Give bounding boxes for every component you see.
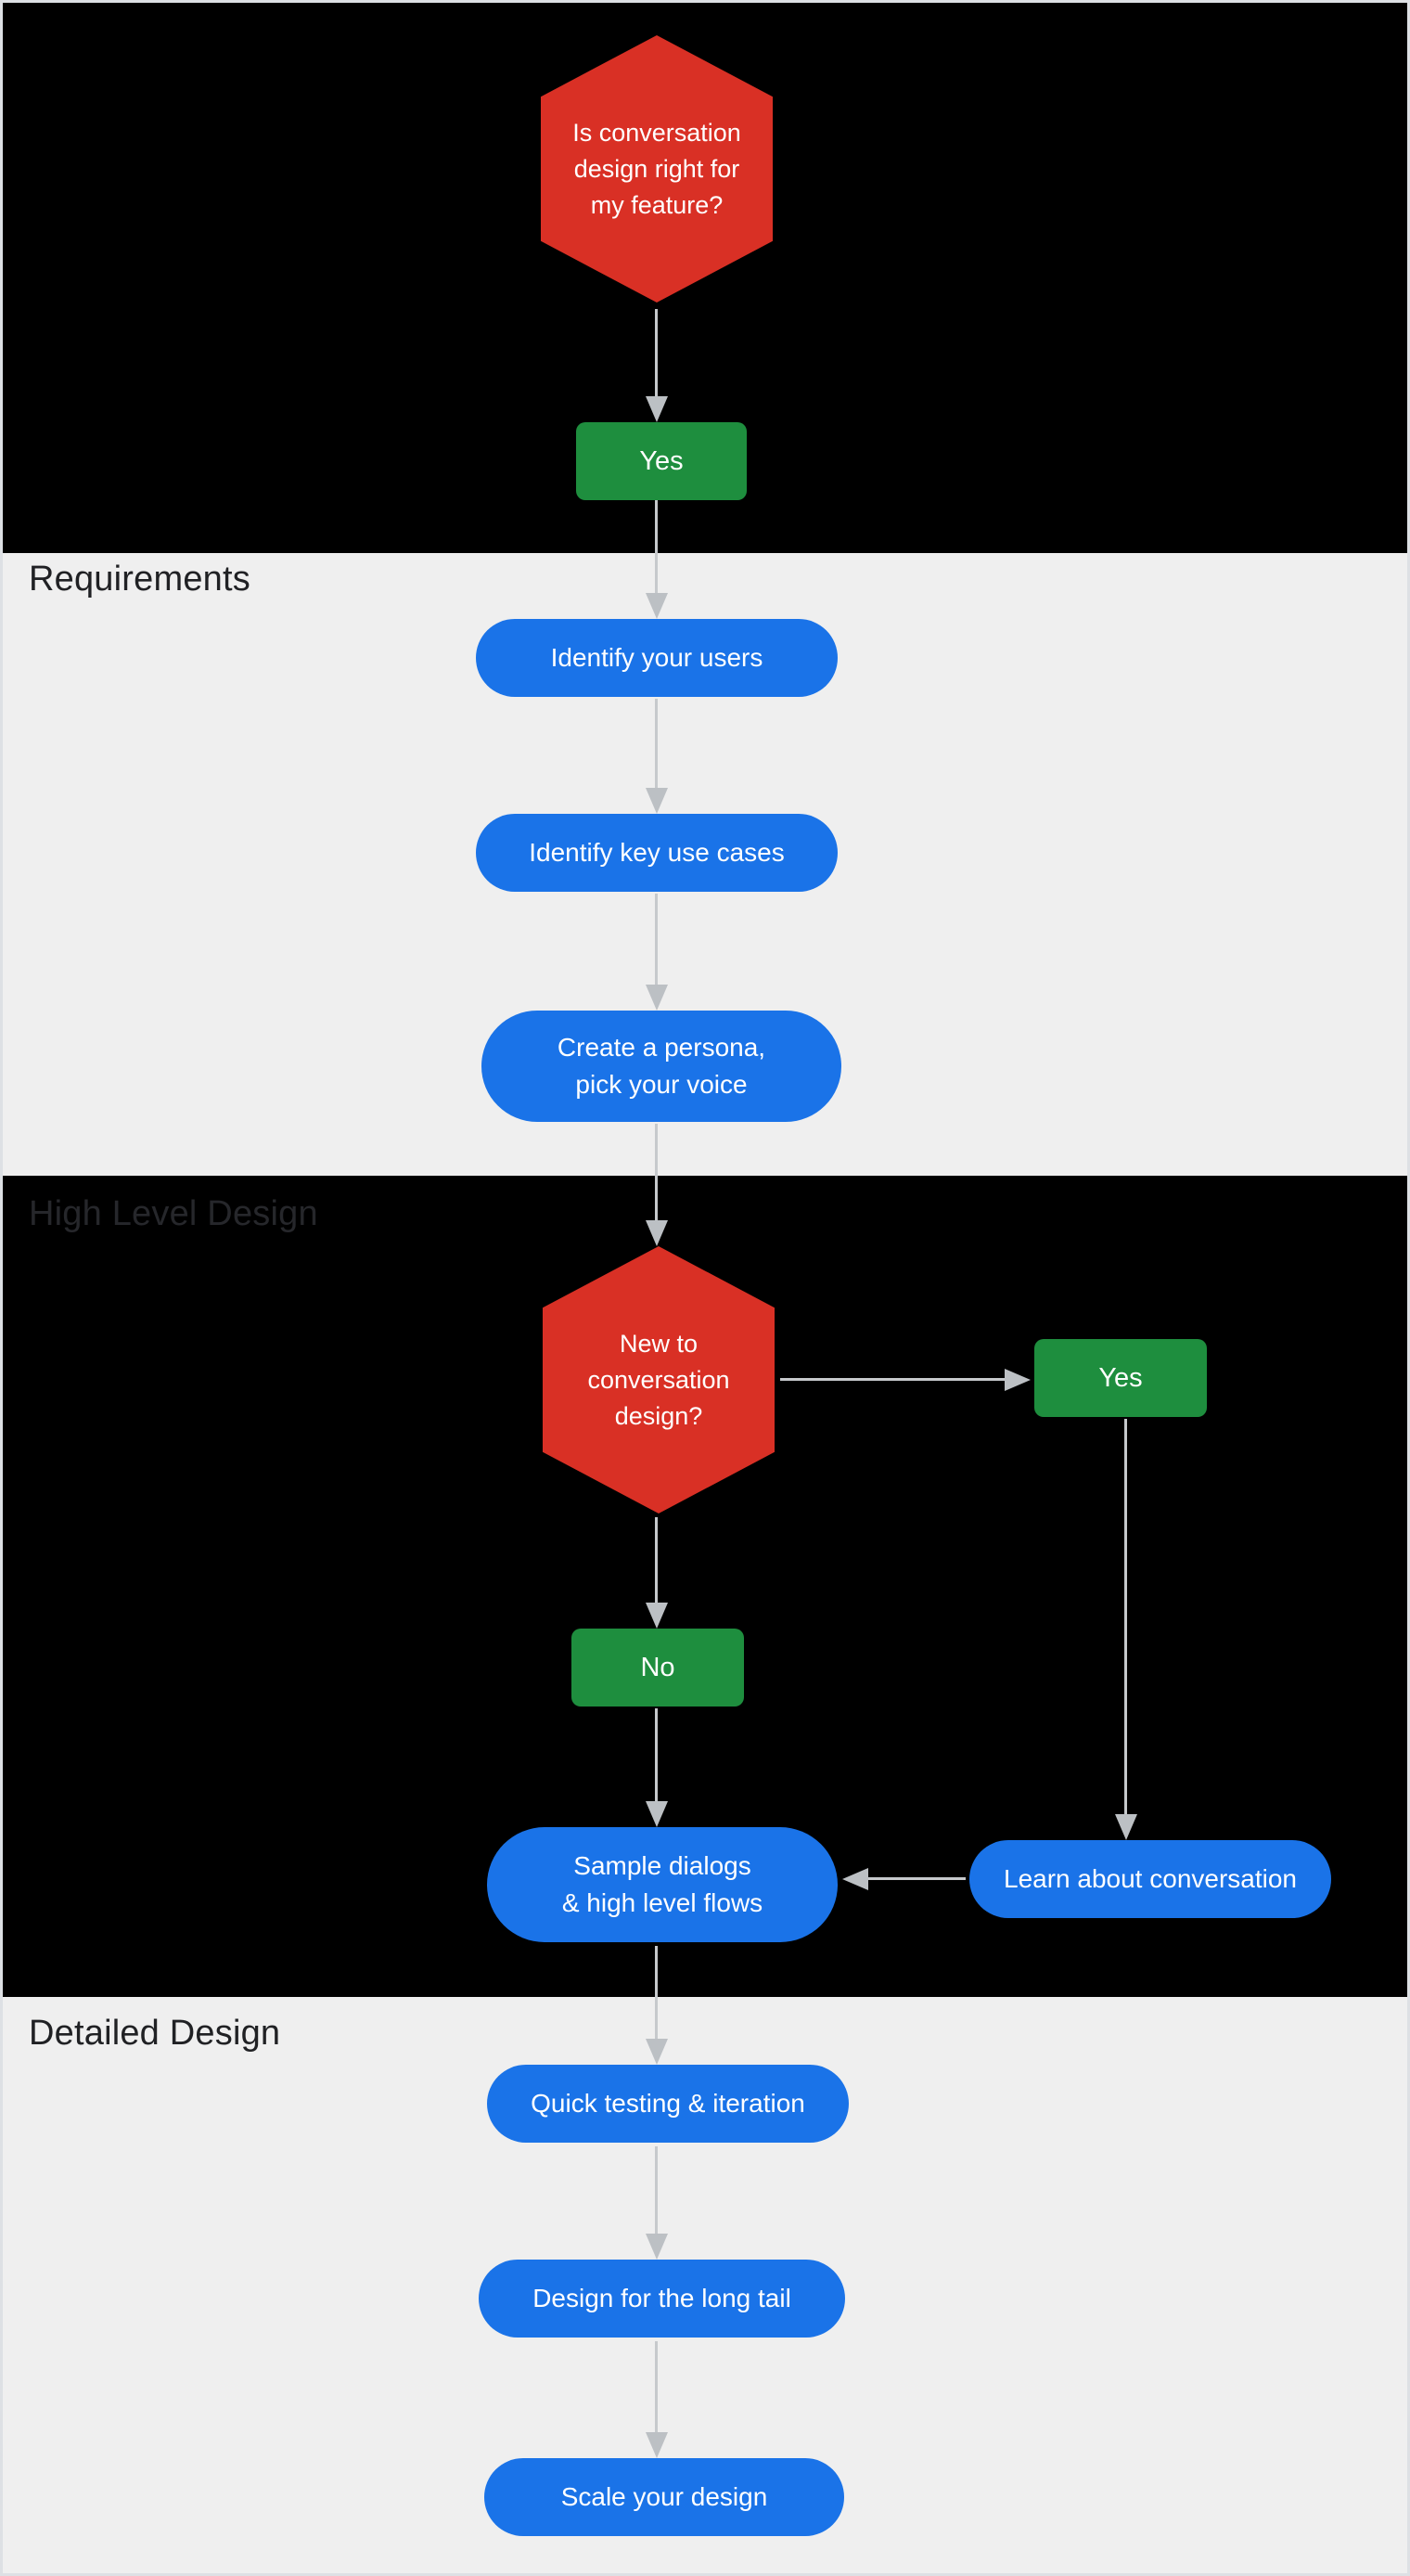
answer-yes-conversation-design: Yes [576,422,747,500]
answer-no-new-to-design: No [571,1629,744,1707]
arrow-sample-to-quick-testing [655,1946,658,2039]
arrow-learn-to-sample-dialogs [868,1877,966,1880]
section-label-high-level-design: High Level Design [29,1194,318,1233]
section-label-detailed-design: Detailed Design [29,2014,281,2053]
arrow-question1-to-yes [655,309,658,396]
arrow-question2-to-no [655,1517,658,1603]
step-design-for-long-tail: Design for the long tail [479,2260,845,2338]
step-identify-your-users: Identify your users [476,619,838,697]
section-label-requirements: Requirements [29,560,250,599]
arrow-no-to-sample-dialogs [655,1708,658,1801]
arrow-long-tail-to-scale [655,2341,658,2432]
arrow-question2-to-yes [780,1378,1005,1381]
answer-yes-new-to-design: Yes [1034,1339,1207,1417]
step-sample-dialogs-high-level-flows: Sample dialogs & high level flows [487,1827,838,1942]
step-identify-key-use-cases: Identify key use cases [476,814,838,892]
step-quick-testing-iteration: Quick testing & iteration [487,2065,849,2143]
arrow-persona-to-question2 [655,1124,658,1220]
step-scale-your-design: Scale your design [484,2458,844,2536]
arrow-yes-to-identify-users [655,500,658,593]
arrow-yes-to-learn-conversation [1124,1419,1127,1814]
step-learn-about-conversation: Learn about conversation [969,1840,1331,1918]
step-create-persona-pick-voice: Create a persona, pick your voice [481,1011,841,1122]
arrow-quick-testing-to-long-tail [655,2146,658,2234]
decision-is-conversation-design-right: Is conversation design right for my feat… [541,35,773,303]
decision-new-to-conversation-design: New to conversation design? [543,1246,775,1513]
arrow-identify-users-to-use-cases [655,699,658,788]
arrow-use-cases-to-persona [655,894,658,985]
